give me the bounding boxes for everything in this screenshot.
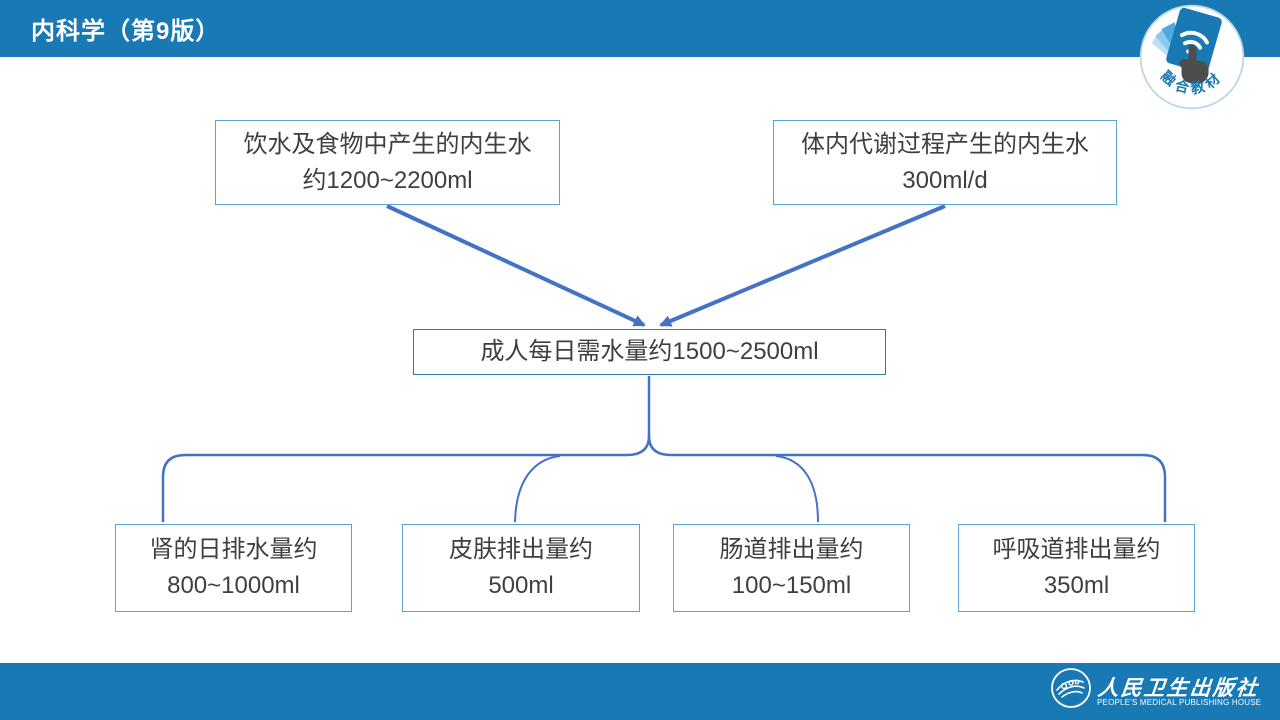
arrow-from-metabolism bbox=[659, 204, 946, 327]
connector-branch-skin bbox=[514, 455, 561, 523]
flow-box-line1: 呼吸道排出量约 bbox=[992, 536, 1161, 563]
flow-box-kidney-output: 肾的日排水量约 800~1000ml bbox=[115, 524, 352, 612]
flow-box-line1: 肾的日排水量约 bbox=[149, 536, 318, 563]
flow-box-line1: 体内代谢过程产生的内生水 bbox=[801, 130, 1089, 158]
connector-branch-intestine bbox=[775, 455, 819, 523]
textbook-badge: 融合教材 bbox=[1139, 4, 1245, 110]
tablet-icon bbox=[1166, 7, 1222, 74]
publisher-name-en: PEOPLE'S MEDICAL PUBLISHING HOUSE bbox=[1097, 698, 1262, 707]
flow-box-line1: 肠道排出量约 bbox=[719, 536, 864, 563]
page-title: 内科学（第9版） bbox=[31, 18, 221, 45]
flow-box-line2: 800~1000ml bbox=[167, 572, 300, 599]
connector-tree-left bbox=[161, 376, 651, 522]
flow-box-text: 成人每日需水量约1500~2500ml bbox=[480, 338, 819, 365]
connector-tree-right bbox=[647, 435, 1167, 522]
header-bar bbox=[0, 0, 1280, 57]
arrow-from-intake bbox=[386, 204, 646, 327]
flow-box-water-food-intake: 饮水及食物中产生的内生水 约1200~2200ml bbox=[215, 120, 560, 205]
flow-box-daily-requirement: 成人每日需水量约1500~2500ml bbox=[413, 329, 886, 375]
flow-box-line2: 350ml bbox=[1043, 572, 1110, 599]
flow-box-line2: 100~150ml bbox=[731, 572, 852, 599]
flow-box-line2: 300ml/d bbox=[902, 166, 988, 194]
flow-box-respiratory-output: 呼吸道排出量约 350ml bbox=[958, 524, 1195, 612]
flow-box-line1: 饮水及食物中产生的内生水 bbox=[243, 130, 532, 158]
footer-bar bbox=[0, 663, 1280, 720]
hand-pointer-icon bbox=[1179, 44, 1209, 84]
flow-box-intestine-output: 肠道排出量约 100~150ml bbox=[673, 524, 910, 612]
pmph-emblem-icon bbox=[1051, 668, 1091, 708]
flow-box-line1: 皮肤排出量约 bbox=[449, 536, 593, 563]
flow-box-line2: 500ml bbox=[488, 572, 554, 599]
flow-box-skin-output: 皮肤排出量约 500ml bbox=[402, 524, 640, 612]
flow-box-line2: 约1200~2200ml bbox=[302, 166, 473, 194]
flow-box-metabolic-water: 体内代谢过程产生的内生水 300ml/d bbox=[773, 120, 1117, 205]
